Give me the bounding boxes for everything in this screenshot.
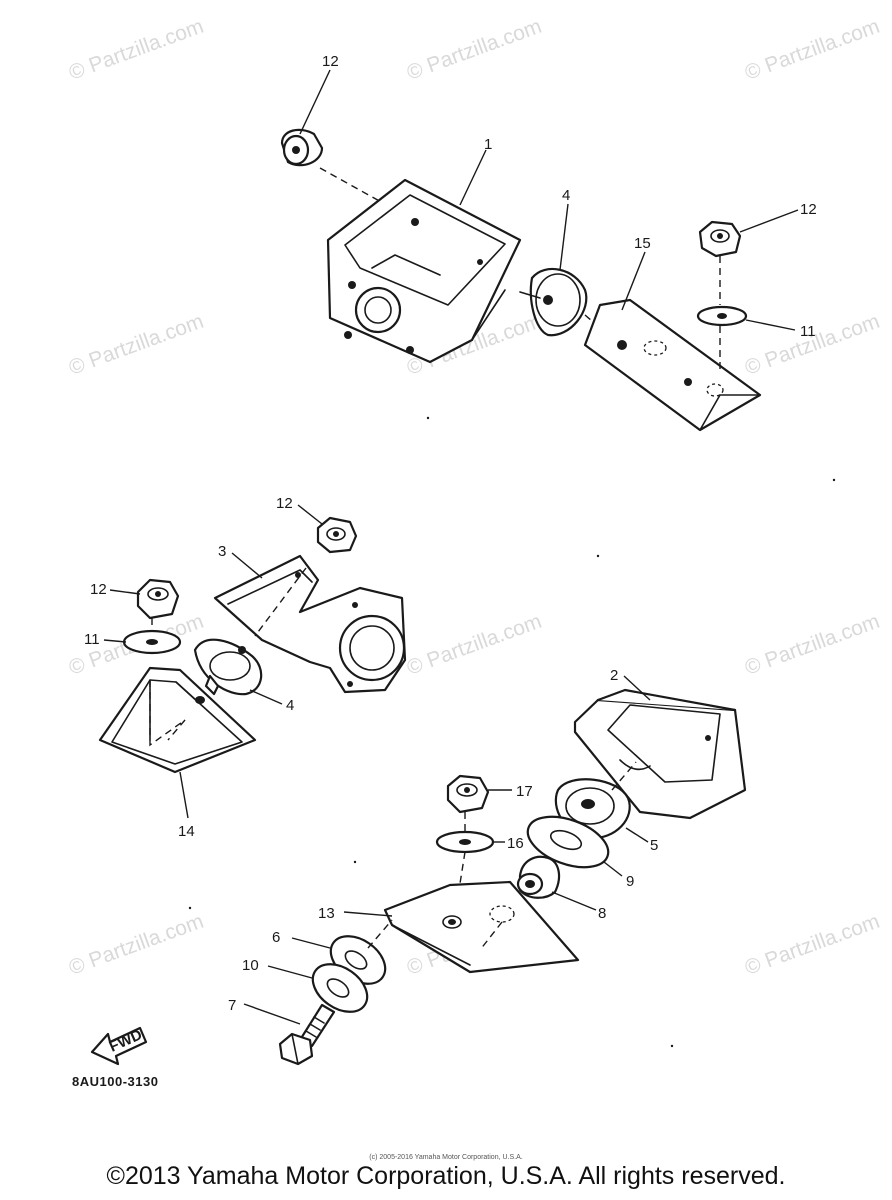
callout-label: 11 bbox=[800, 323, 816, 340]
copyright-notice: ©2013 Yamaha Motor Corporation, U.S.A. A… bbox=[106, 1162, 786, 1190]
callout-label: 12 bbox=[800, 201, 817, 218]
callout-label: 10 bbox=[242, 957, 259, 974]
part-11-washer-middle bbox=[122, 629, 182, 655]
callout-label: 6 bbox=[272, 929, 280, 946]
callout-label: 2 bbox=[610, 667, 618, 684]
callout-label: 15 bbox=[634, 235, 651, 252]
part-3-middle-bracket bbox=[213, 554, 407, 694]
part-14-middle-plate bbox=[98, 666, 257, 774]
callout-label: 4 bbox=[286, 697, 294, 714]
watermark: © Partzilla.com bbox=[66, 310, 207, 380]
callout-label: 1 bbox=[484, 136, 492, 153]
part-8-collar bbox=[516, 855, 561, 899]
callout-label: 17 bbox=[516, 783, 533, 800]
callout-label: 5 bbox=[650, 837, 658, 854]
watermark: © Partzilla.com bbox=[66, 15, 207, 85]
small-copyright-notice: (c) 2005-2016 Yamaha Motor Corporation, … bbox=[369, 1154, 523, 1161]
watermark: © Partzilla.com bbox=[742, 15, 883, 85]
watermark: © Partzilla.com bbox=[404, 610, 545, 680]
alignment-line bbox=[367, 919, 393, 949]
part-12-nut-middle bbox=[316, 516, 358, 554]
part-1-upper-bracket bbox=[326, 178, 522, 364]
part-11-washer-upper bbox=[696, 305, 748, 327]
watermark: © Partzilla.com bbox=[742, 610, 883, 680]
alignment-line bbox=[611, 761, 637, 791]
callout-label: 14 bbox=[178, 823, 195, 840]
part-12-nut-right bbox=[698, 220, 742, 258]
part-16-washer bbox=[435, 830, 495, 854]
callouts: 12 1 4 15 12 11 12 3 12 11 4 14 2 17 5 1… bbox=[84, 53, 817, 1025]
callout-label: 7 bbox=[228, 997, 236, 1014]
callout-label: 4 bbox=[562, 187, 570, 204]
scan-specks bbox=[188, 416, 836, 1048]
callout-label: 11 bbox=[84, 631, 100, 648]
watermark: © Partzilla.com bbox=[66, 910, 207, 980]
part-12-nut-left bbox=[136, 578, 180, 620]
part-7-bolt bbox=[278, 1003, 336, 1066]
callout-label: 3 bbox=[218, 543, 226, 560]
watermark: © Partzilla.com bbox=[404, 15, 545, 85]
callout-label: 8 bbox=[598, 905, 606, 922]
callout-label: 12 bbox=[276, 495, 293, 512]
part-2-lower-bracket bbox=[573, 688, 747, 820]
callout-label: 13 bbox=[318, 905, 335, 922]
watermark: © Partzilla.com bbox=[742, 910, 883, 980]
part-9-washer bbox=[526, 815, 610, 869]
part-12-nut-top bbox=[280, 128, 324, 167]
part-10-washer bbox=[311, 963, 369, 1013]
part-17-nut bbox=[446, 774, 490, 814]
callout-label: 9 bbox=[626, 873, 634, 890]
part-13-lower-plate bbox=[383, 880, 580, 974]
watermark: © Partzilla.com bbox=[742, 310, 883, 380]
callout-label: 12 bbox=[90, 581, 107, 598]
callout-label: 12 bbox=[322, 53, 339, 70]
part-4-damper-middle bbox=[193, 638, 263, 696]
callout-label: 16 bbox=[507, 835, 524, 852]
forward-direction-arrow: FWD bbox=[90, 1026, 148, 1066]
diagram-reference-code: 8AU100-3130 bbox=[72, 1074, 159, 1089]
